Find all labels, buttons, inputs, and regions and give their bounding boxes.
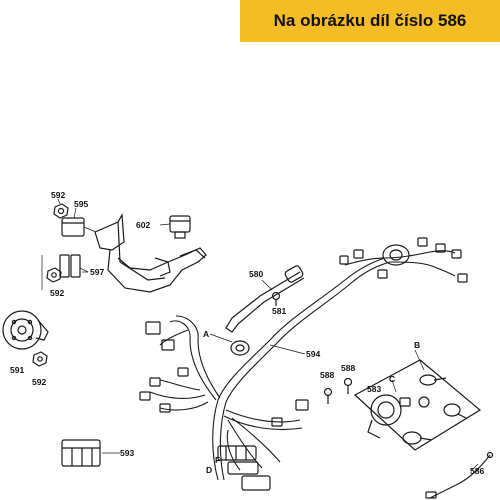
label-580: 580 xyxy=(249,269,263,279)
label-592-bottom: 592 xyxy=(32,377,46,387)
connector-597 xyxy=(59,254,89,278)
label-597: 597 xyxy=(90,267,104,277)
bolt-581 xyxy=(271,291,281,306)
label-d: D xyxy=(206,465,212,475)
screw-588-left xyxy=(323,387,333,404)
ignition-lock-set-583 xyxy=(353,359,482,451)
label-a: A xyxy=(203,329,209,339)
mounting-bracket xyxy=(94,212,207,293)
label-586: 586 xyxy=(470,466,484,476)
nut-592-top xyxy=(53,203,69,219)
cable-586 xyxy=(425,451,494,499)
label-595: 595 xyxy=(74,199,88,209)
label-602: 602 xyxy=(136,220,150,230)
label-593: 593 xyxy=(120,448,134,458)
horn-591 xyxy=(2,310,49,350)
cable-580 xyxy=(225,265,305,333)
harness-connectors-top xyxy=(339,237,468,283)
connector-block-df xyxy=(217,445,271,491)
harness-connectors-left xyxy=(139,321,309,427)
label-c: C xyxy=(389,374,395,384)
grommet-a xyxy=(230,340,250,356)
label-588-right: 588 xyxy=(341,363,355,373)
part-number-banner: Na obrázku díl číslo 586 xyxy=(240,0,500,42)
nut-592-bottom xyxy=(32,351,48,367)
label-f: F xyxy=(215,455,220,465)
label-591: 591 xyxy=(10,365,24,375)
label-583: 583 xyxy=(367,384,381,394)
nut-592-middle xyxy=(46,267,62,283)
relay-595 xyxy=(61,217,97,237)
label-592-top: 592 xyxy=(51,190,65,200)
banner-text: Na obrázku díl číslo 586 xyxy=(273,11,467,30)
label-b: B xyxy=(414,340,420,350)
label-594: 594 xyxy=(306,349,320,359)
control-unit-593 xyxy=(61,439,101,467)
label-588-left: 588 xyxy=(320,370,334,380)
leader-lines xyxy=(41,198,479,471)
label-592-middle: 592 xyxy=(50,288,64,298)
relay-602 xyxy=(169,215,191,239)
label-581: 581 xyxy=(272,306,286,316)
screw-588-right xyxy=(343,377,353,394)
